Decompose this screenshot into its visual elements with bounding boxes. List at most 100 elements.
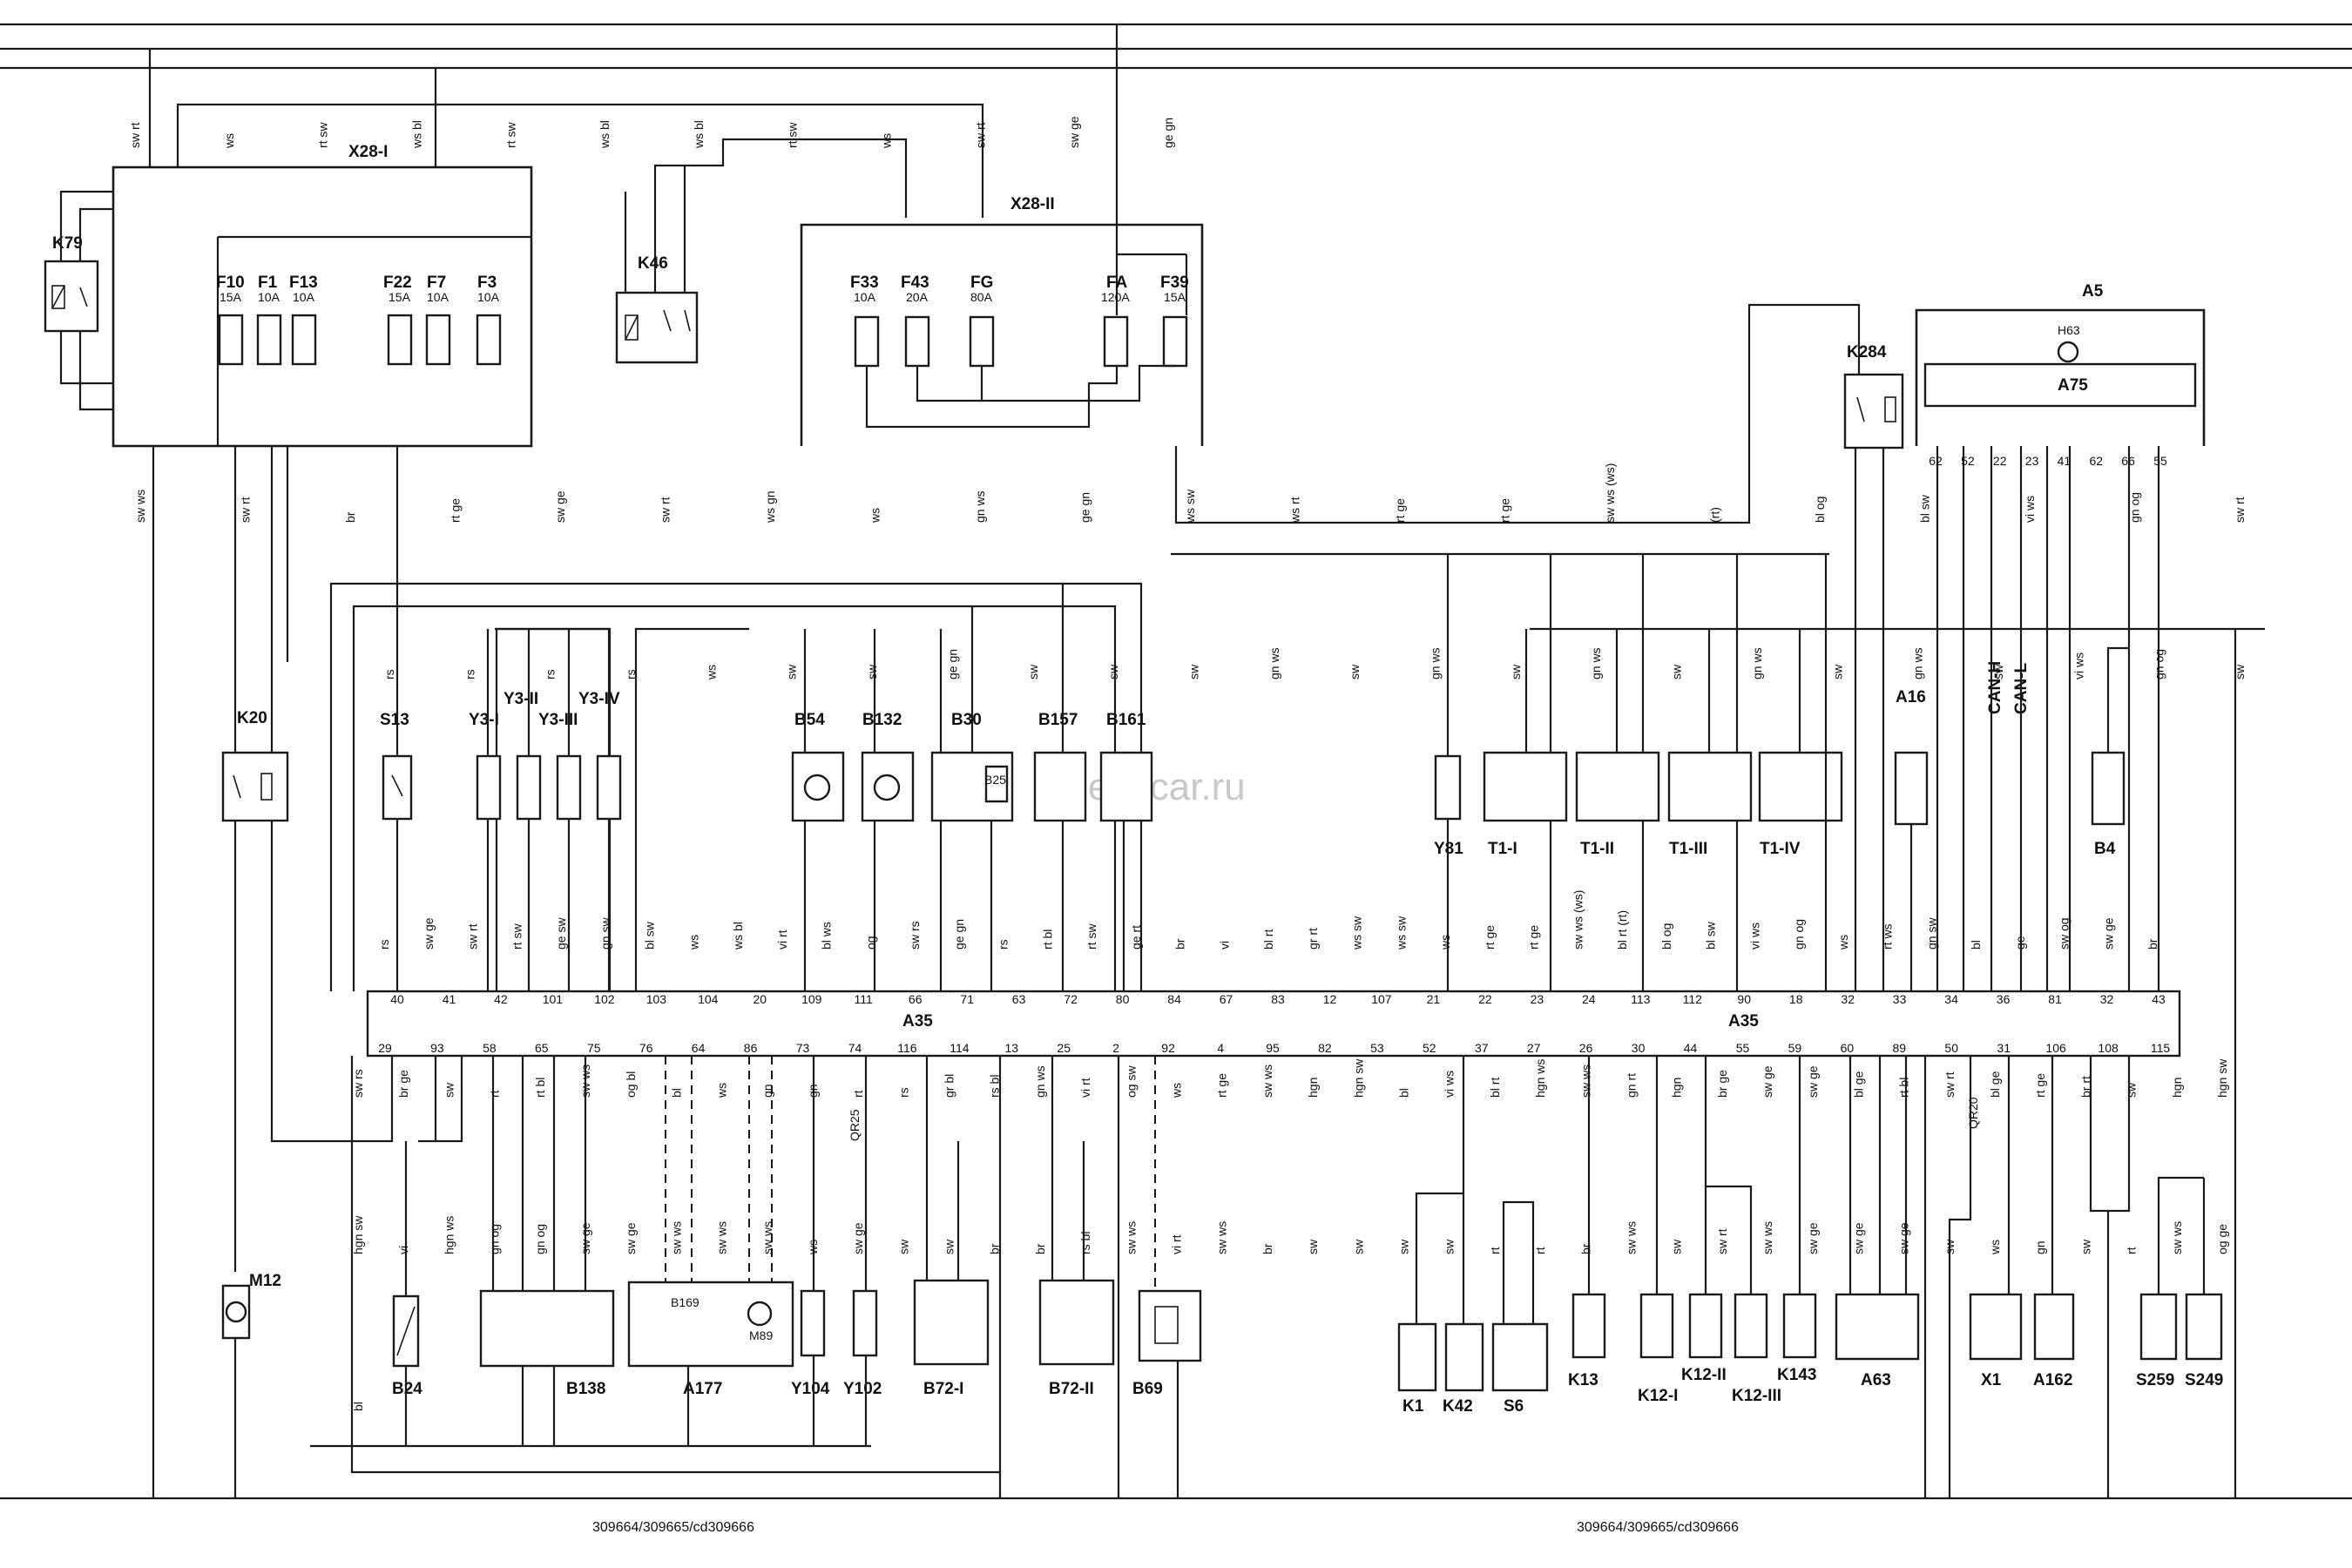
wire-color-mid-5: sw rt <box>659 497 672 523</box>
component-m12: M12 <box>221 1272 281 1498</box>
svg-text:A63: A63 <box>1861 1371 1891 1389</box>
svg-text:Y81: Y81 <box>1434 840 1463 858</box>
fuse-fg: FG 80A <box>969 274 995 368</box>
wire-color-a35_out-42: hgn sw <box>351 1215 365 1254</box>
wire-color-a35_out-12: rs <box>896 1087 910 1098</box>
wire-color-top-11: ge gn <box>1161 118 1175 148</box>
a35-bottom-pin-13: 25 <box>1057 1041 1071 1055</box>
wire-color-a35_out-57: br <box>1033 1243 1047 1254</box>
wire-color-a35_out-43: vi <box>396 1246 410 1254</box>
svg-text:S259: S259 <box>2136 1371 2174 1389</box>
a35-top-pin-24: 113 <box>1631 992 1651 1006</box>
wire-color-upper_comp-8: sw <box>1026 664 1040 679</box>
a35-bottom-pin-33: 108 <box>2098 1041 2119 1055</box>
a35-bottom-pin-32: 106 <box>2045 1041 2066 1055</box>
a35-top-pin-27: 18 <box>1789 992 1803 1006</box>
wire-color-a35_in-28: bl rt (rt) <box>1615 910 1629 950</box>
wire-color-upper_comp-5: sw <box>785 664 799 679</box>
wire-color-a35_out-4: rt bl <box>533 1078 547 1098</box>
wire-color-a35_out-33: bl ge <box>1851 1071 1865 1098</box>
wire-color-a35_in-27: sw ws (ws) <box>1571 890 1585 950</box>
svg-text:M12: M12 <box>249 1272 281 1290</box>
wire-color-upper_comp-14: sw <box>1509 664 1523 679</box>
wire-color-upper_comp-16: sw <box>1670 664 1684 679</box>
a35-top-pin-23: 24 <box>1582 992 1596 1006</box>
wire-color-top-5: ws bl <box>598 120 612 149</box>
a35-top-pin-32: 81 <box>2048 992 2062 1006</box>
svg-text:B138: B138 <box>566 1380 605 1398</box>
wire-color-a35_out-28: gn rt <box>1625 1073 1639 1098</box>
wire-color-a35_in-17: ge rt <box>1129 925 1143 950</box>
wire-color-a35_out-49: sw ws <box>669 1221 683 1254</box>
wire-color-a35_out-27: sw ws <box>1578 1064 1592 1098</box>
wire-color-a35_out-80: sw <box>2078 1239 2092 1254</box>
wire-color-upper_comp-9: sw <box>1106 664 1120 679</box>
svg-text:10A: 10A <box>293 290 315 304</box>
a5-pin-6: 66 <box>2121 454 2135 468</box>
wire-color-a35_out-78: ws <box>1988 1240 2002 1255</box>
wire-color-mid-15: (rt) <box>1708 507 1722 523</box>
wire-color-a35_in-24: ws <box>1438 935 1452 950</box>
wire-color-a35_out-52: ws <box>806 1240 820 1255</box>
fuse-f1: F1 10A <box>256 274 282 366</box>
wire-color-a35_out-11: rt <box>851 1090 865 1098</box>
wire-color-a35_out-17: og sw <box>1124 1065 1138 1098</box>
svg-text:S6: S6 <box>1504 1397 1524 1416</box>
svg-text:20A: 20A <box>906 290 929 304</box>
wire-color-a35_out-2: sw <box>442 1082 456 1098</box>
a5-label: A5 <box>2082 282 2104 301</box>
svg-text:80A: 80A <box>970 290 993 304</box>
wire-color-a35_out-76: sw ge <box>1897 1222 1911 1254</box>
wire-color-upper_comp-1: rs <box>463 669 476 679</box>
a35-top-pin-5: 103 <box>646 992 667 1006</box>
supply-rails <box>0 23 2352 1500</box>
wire-color-upper_comp-21: vi ws <box>2072 652 2085 679</box>
wire-color-a35_out-22: hgn sw <box>1351 1058 1365 1098</box>
wire-color-a35_out-3: rt <box>488 1090 502 1098</box>
fuse-f33: F33 10A <box>850 274 880 368</box>
a35-bottom-pin-8: 73 <box>796 1041 810 1055</box>
wire-color-upper_comp-13: gn ws <box>1429 647 1443 679</box>
relay-k46: K46 <box>615 138 908 364</box>
wire-color-upper_comp-23: sw <box>2233 664 2247 679</box>
wire-color-a35_out-24: vi ws <box>1443 1071 1456 1098</box>
wire-color-mid-8: gn ws <box>973 490 987 523</box>
component-b24: B24 <box>392 1141 422 1446</box>
svg-text:F13: F13 <box>289 274 318 292</box>
a35-top-pin-2: 42 <box>494 992 508 1006</box>
wire-color-a35_out-10: gn <box>806 1084 820 1098</box>
wire-color-a35_out-16: vi rt <box>1078 1078 1092 1098</box>
a35-top-pin-0: 40 <box>390 992 404 1006</box>
wire-color-upper_comp-22: gn og <box>2153 649 2166 679</box>
component-y102: Y102 QR25 <box>843 1056 882 1446</box>
a5-pin-4: 41 <box>2058 454 2072 468</box>
wire-color-a35_in-36: bl <box>1969 940 1983 950</box>
wire-color-upper_comp-19: gn ws <box>1911 647 1925 679</box>
wire-color-a35_out-15: gn ws <box>1033 1065 1047 1098</box>
a35-top-pin-11: 71 <box>960 992 974 1006</box>
wire-color-upper_comp-11: gn ws <box>1267 647 1281 679</box>
a35-top-pin-30: 34 <box>1944 992 1958 1006</box>
wire-color-a35_in-7: ws <box>686 935 700 950</box>
svg-text:F3: F3 <box>477 274 497 292</box>
wire-color-a35_out-58: rs bl <box>1078 1232 1092 1254</box>
svg-text:120A: 120A <box>1101 290 1130 304</box>
wire-color-a35_in-20: bl rt <box>1261 929 1275 950</box>
wire-color-upper_comp-2: rs <box>544 669 558 679</box>
wire-color-a35_in-9: vi rt <box>775 929 789 950</box>
wire-color-a35_out-69: br <box>1578 1243 1592 1254</box>
svg-text:K42: K42 <box>1443 1397 1473 1416</box>
wire-color-a35_out-79: gn <box>2033 1240 2047 1254</box>
wire-color-a35_in-18: br <box>1173 938 1187 950</box>
wire-color-mid-10: ws sw <box>1183 489 1197 524</box>
svg-text:K1: K1 <box>1402 1397 1424 1416</box>
a35-top-pin-15: 84 <box>1167 992 1181 1006</box>
wire-color-a35_out-23: bl <box>1397 1088 1411 1098</box>
wire-color-a35_out-9: gn <box>760 1084 774 1098</box>
a35-bottom-pin-10: 116 <box>897 1041 917 1055</box>
svg-text:T1-II: T1-II <box>1580 840 1614 858</box>
component-s13: S13 <box>380 446 413 991</box>
a35-top-pin-25: 112 <box>1683 992 1703 1006</box>
relay-k284: K284 <box>1174 303 1904 524</box>
